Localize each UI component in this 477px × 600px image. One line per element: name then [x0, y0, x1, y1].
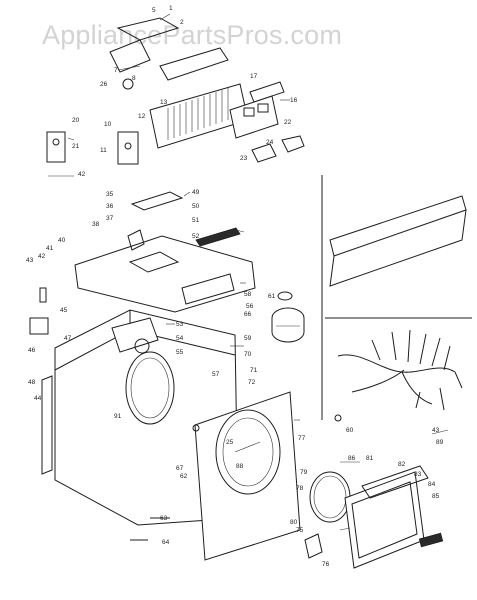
callout-42-top: 42 [78, 171, 86, 178]
callout-2: 2 [180, 19, 184, 26]
callout-16: 16 [290, 97, 298, 104]
callout-66: 66 [244, 311, 252, 318]
callout-88: 88 [236, 463, 244, 470]
console-grille [167, 88, 229, 140]
callout-25: 25 [226, 439, 234, 446]
callout-78: 78 [296, 485, 304, 492]
callout-49: 49 [192, 189, 200, 196]
callout-35: 35 [106, 191, 114, 198]
callout-54: 54 [176, 335, 184, 342]
callout-58: 58 [244, 291, 252, 298]
callout-86: 86 [348, 455, 356, 462]
callout-80: 80 [290, 519, 298, 526]
callout-70: 70 [244, 351, 252, 358]
callout-84: 84 [428, 481, 436, 488]
control-panel-assembly [46, 17, 305, 177]
callout-67: 67 [176, 465, 184, 472]
callout-labels: 1 2 5 7 8 10 11 12 13 16 17 20 21 22 23 … [26, 5, 444, 568]
callout-60: 60 [346, 427, 354, 434]
callout-64: 64 [162, 539, 170, 546]
callout-42-side: 42 [38, 253, 46, 260]
callout-50: 50 [192, 203, 200, 210]
pump-component [271, 291, 305, 343]
callout-10: 10 [104, 121, 112, 128]
callout-75: 75 [296, 527, 304, 534]
callout-77: 77 [298, 435, 306, 442]
callout-41: 41 [46, 245, 54, 252]
cabinet-body [29, 287, 239, 541]
callout-38: 38 [92, 221, 100, 228]
callout-72: 72 [248, 379, 256, 386]
callout-51: 51 [192, 217, 200, 224]
door-assembly [304, 465, 444, 569]
callout-12: 12 [138, 113, 146, 120]
callout-44: 44 [34, 395, 42, 402]
front-panel [192, 391, 351, 561]
callout-8: 8 [132, 75, 136, 82]
callout-71: 71 [250, 367, 258, 374]
callout-56: 56 [246, 303, 254, 310]
leader-lines [67, 13, 360, 531]
callout-83: 83 [414, 471, 422, 478]
callout-89: 89 [436, 439, 444, 446]
inset-trim-strip [321, 175, 467, 420]
inset-wire-harness [325, 317, 472, 435]
callout-45: 45 [60, 307, 68, 314]
watermark: AppliancePartsPros.com [42, 20, 342, 50]
callout-40: 40 [58, 237, 66, 244]
callout-17: 17 [250, 73, 258, 80]
callout-81: 81 [366, 455, 374, 462]
callout-21: 21 [72, 143, 80, 150]
callout-20: 20 [72, 117, 80, 124]
callout-11: 11 [100, 147, 107, 154]
callout-43-inset: 43 [432, 427, 440, 434]
callout-23: 23 [240, 155, 248, 162]
callout-59: 59 [244, 335, 252, 342]
callout-48: 48 [28, 379, 36, 386]
callout-61: 61 [268, 293, 276, 300]
callout-5: 5 [152, 7, 156, 14]
callout-53: 53 [176, 321, 184, 328]
callout-26: 26 [100, 81, 108, 88]
callout-37: 37 [106, 215, 114, 222]
callout-1: 1 [169, 5, 173, 12]
callout-55: 55 [176, 349, 184, 356]
callout-62: 62 [180, 473, 188, 480]
callout-52: 52 [192, 233, 200, 240]
callout-63: 63 [160, 515, 168, 522]
callout-76: 76 [322, 561, 330, 568]
callout-46: 46 [28, 347, 36, 354]
callout-22: 22 [284, 119, 292, 126]
callout-24: 24 [266, 139, 274, 146]
callout-79: 79 [300, 469, 308, 476]
callout-47: 47 [64, 335, 72, 342]
callout-85: 85 [432, 493, 440, 500]
callout-57: 57 [212, 371, 220, 378]
callout-82: 82 [398, 461, 406, 468]
callout-43-side: 43 [26, 257, 34, 264]
callout-7: 7 [114, 67, 118, 74]
callout-91: 91 [114, 413, 122, 420]
callout-13: 13 [160, 99, 168, 106]
callout-36: 36 [106, 203, 114, 210]
cabinet-top [74, 191, 256, 313]
